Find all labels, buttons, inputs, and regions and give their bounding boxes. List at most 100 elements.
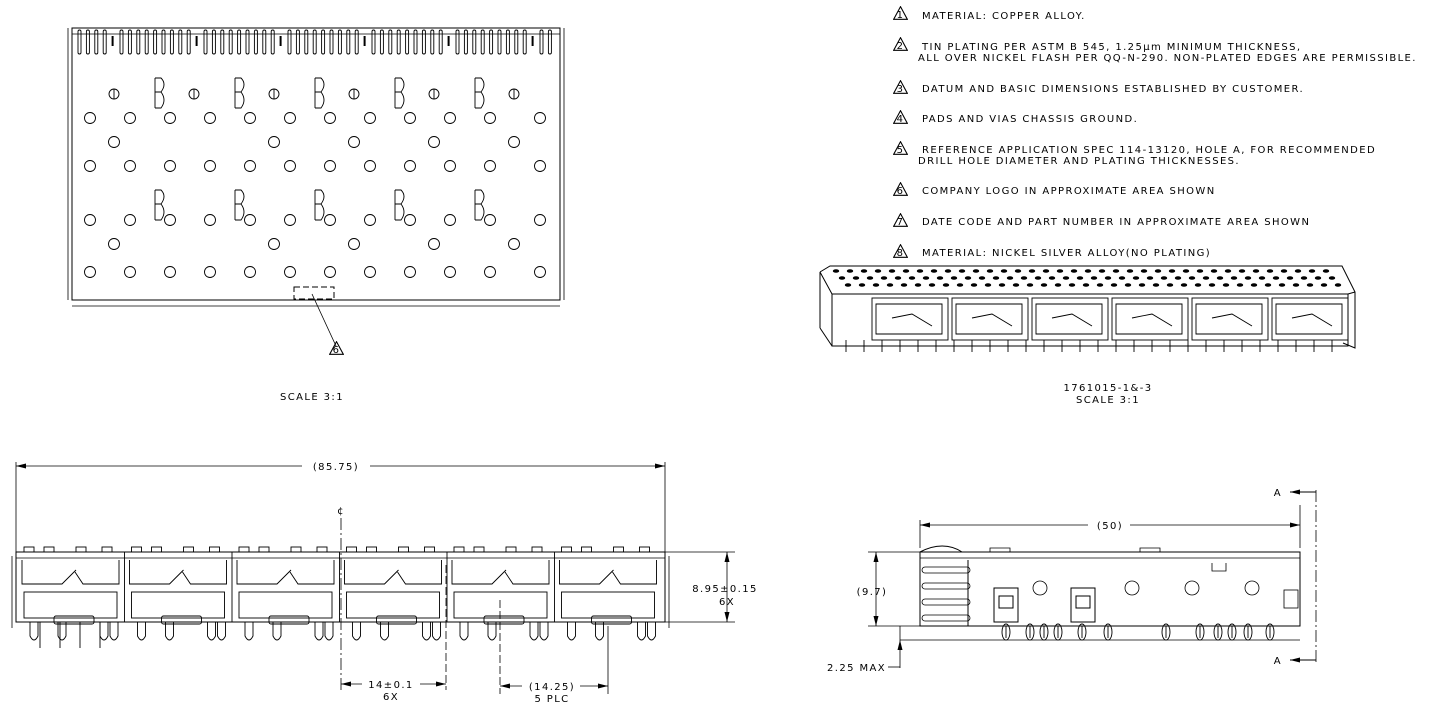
top-bump	[23, 546, 35, 553]
vent-hole	[324, 266, 336, 278]
iso-perforation	[1112, 269, 1120, 273]
length-arrow-left	[920, 522, 930, 528]
iso-perforation	[1210, 269, 1218, 273]
note-1-line-1: MATERIAL: COPPER ALLOY.	[922, 11, 1086, 22]
port-opening	[23, 591, 118, 619]
side-vent-slots	[921, 566, 971, 622]
vent-slot	[161, 29, 166, 55]
side-hole	[1032, 580, 1048, 596]
port-spring-left	[21, 560, 77, 585]
press-fit-pin	[137, 622, 146, 641]
note-1-number: 1	[897, 10, 905, 21]
press-fit-pin	[567, 622, 576, 641]
iso-perforation	[986, 269, 994, 273]
iso-perforation	[894, 276, 902, 280]
vent-slot	[438, 29, 443, 55]
iso-perforation	[1126, 269, 1134, 273]
iso-perforation	[1124, 283, 1132, 287]
iso-perforation	[1028, 269, 1036, 273]
iso-perforation	[1070, 269, 1078, 273]
iso-perforation	[930, 269, 938, 273]
side-view: (50)	[827, 488, 1317, 674]
iso-perforation	[916, 269, 924, 273]
iso-port-inner	[1275, 303, 1343, 335]
side-slot	[921, 598, 971, 606]
port-spring-left	[344, 560, 399, 585]
iso-perforation	[866, 276, 874, 280]
iso-perforation	[942, 283, 950, 287]
vent-hole	[164, 160, 176, 172]
vent-hole	[428, 136, 440, 148]
vent-hole	[324, 214, 336, 226]
port-card-edge	[53, 615, 95, 625]
iso-perforation	[1238, 269, 1246, 273]
vent-hole	[124, 160, 136, 172]
port-spring-right	[612, 560, 657, 585]
port-height-qty: 6X	[719, 597, 735, 608]
iso-perforation	[1098, 269, 1106, 273]
iso-perforation	[1000, 269, 1008, 273]
top-bump	[505, 546, 517, 553]
iso-perforation	[1152, 283, 1160, 287]
vent-slot	[77, 29, 82, 55]
port-card-edge	[591, 615, 632, 625]
iso-perforation	[992, 276, 1000, 280]
logo-callout-number: 6	[333, 345, 341, 356]
port-spring-left	[236, 560, 292, 585]
iso-perforation	[1266, 269, 1274, 273]
latch-tab-upper	[394, 77, 405, 109]
vent-slot	[295, 29, 300, 55]
iso-port-inner	[1195, 303, 1263, 335]
iso-perforation	[1146, 276, 1154, 280]
vent-hole	[404, 214, 416, 226]
side-height-arrow-top	[873, 552, 879, 562]
iso-perforation	[1054, 283, 1062, 287]
iso-perforation	[1048, 276, 1056, 280]
note-6-number: 6	[897, 186, 905, 197]
isometric-view: 1761015-1&-3 SCALE 3:1	[819, 265, 1356, 406]
top-bump	[290, 546, 302, 553]
iso-perforation	[1334, 283, 1342, 287]
iso-perforation	[1308, 269, 1316, 273]
vent-slot	[102, 29, 107, 55]
iso-perforation	[1140, 269, 1148, 273]
vent-slot	[497, 29, 502, 55]
iso-perforation	[1264, 283, 1272, 287]
side-tab	[989, 547, 1011, 552]
ref-pitch-dim: (14.25)	[529, 682, 575, 693]
port-spring-right	[74, 560, 120, 585]
iso-port	[1191, 297, 1269, 341]
vent-slot	[127, 29, 132, 55]
iso-perforation	[1280, 269, 1288, 273]
side-height-arrow-bottom	[873, 616, 879, 626]
vent-slot	[539, 29, 544, 55]
iso-perforation	[1208, 283, 1216, 287]
vent-hole	[164, 112, 176, 124]
vent-hole	[244, 160, 256, 172]
iso-perforation	[1292, 283, 1300, 287]
note-8-line-1: MATERIAL: NICKEL SILVER ALLOY(NO PLATING…	[922, 248, 1211, 259]
vent-hole	[364, 214, 376, 226]
vent-slot-short	[279, 36, 282, 46]
vent-slot	[480, 29, 485, 55]
port-opening	[131, 591, 225, 619]
vent-hole	[244, 112, 256, 124]
front-port-cages	[21, 552, 657, 625]
ref-pitch-qty: 5 PLC	[534, 694, 569, 705]
top-bump	[238, 546, 250, 553]
iso-perforation	[1104, 276, 1112, 280]
iso-perforation	[1068, 283, 1076, 287]
vent-hole	[284, 112, 296, 124]
vent-hole	[348, 238, 360, 250]
press-fit-pin	[165, 622, 174, 641]
vent-hole	[484, 160, 496, 172]
vent-slot	[253, 29, 258, 55]
iso-perforation	[1194, 283, 1202, 287]
centerline-symbol: ¢	[337, 506, 345, 517]
vent-hole	[534, 160, 546, 172]
iso-port-spring	[1131, 313, 1173, 327]
section-label-top: A	[1274, 488, 1282, 499]
top-bump	[209, 546, 220, 553]
latch-tab-lower	[154, 189, 165, 221]
press-fit-pin	[109, 622, 119, 641]
